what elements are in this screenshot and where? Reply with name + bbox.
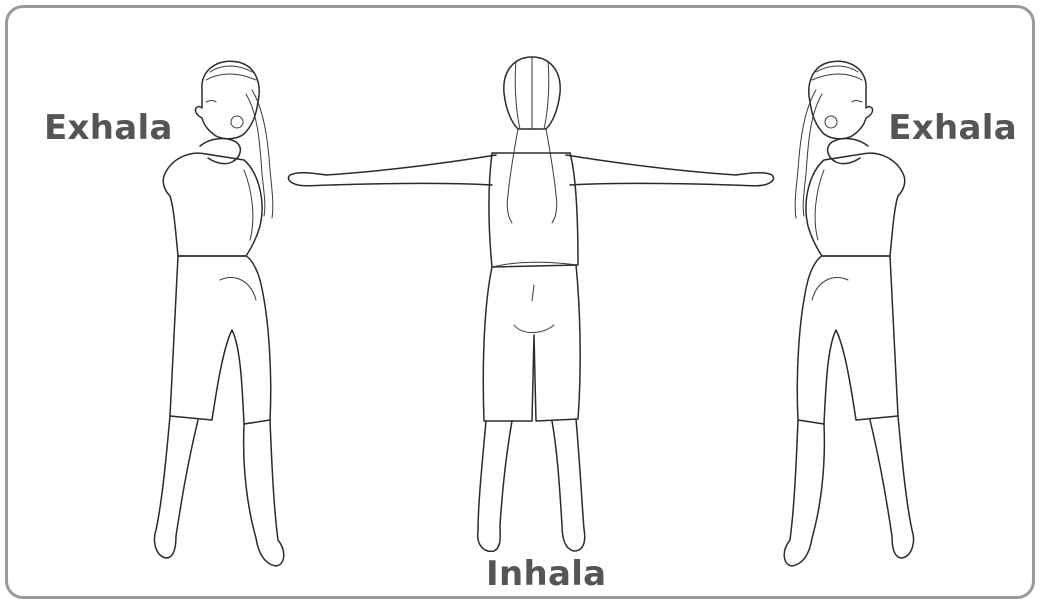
woman-hands-on-shoulders-right-icon <box>768 50 928 580</box>
woman-arms-extended-back-icon <box>286 55 776 555</box>
woman-hands-on-shoulders-left-icon <box>140 50 300 580</box>
inhale-label: Inhala <box>486 557 606 591</box>
